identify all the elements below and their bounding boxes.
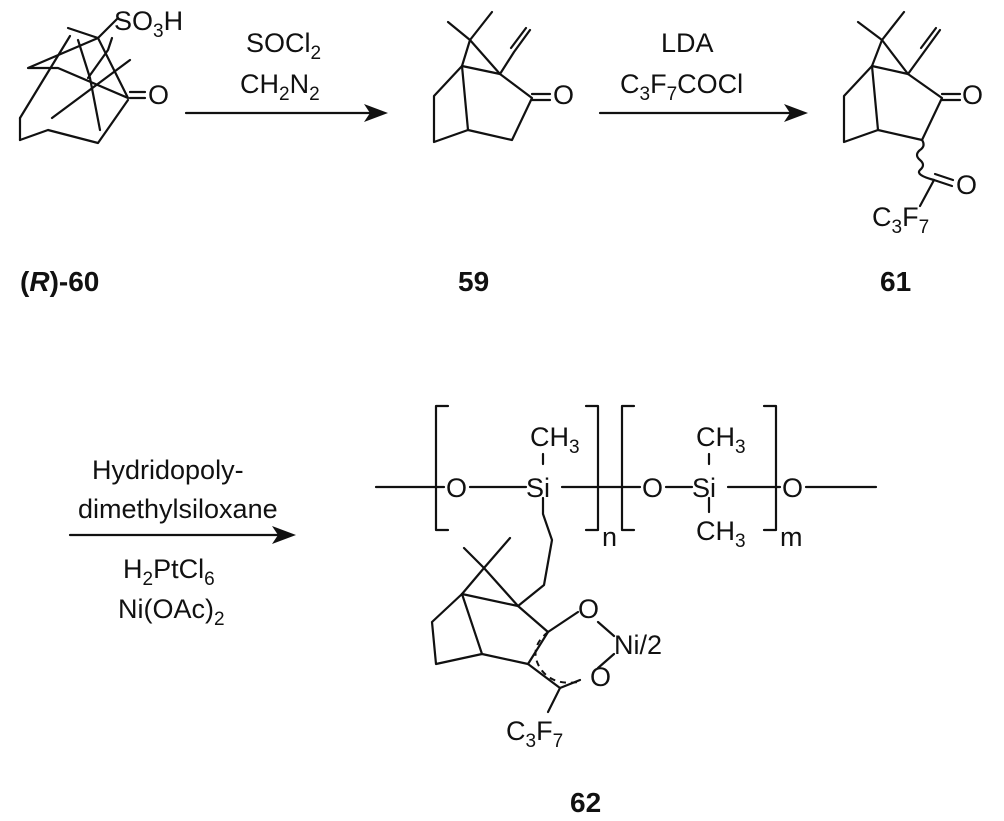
backbone-oxygen: O: [446, 473, 467, 503]
repeat-index-m: m: [780, 522, 803, 552]
acyl-oxygen: O: [956, 170, 977, 200]
so3h-label: SO3H: [114, 6, 183, 42]
nickel-label: Ni/2: [614, 630, 662, 660]
compound-label-61: 61: [880, 266, 911, 297]
c3f7-label: C3F7: [872, 202, 929, 238]
methyl-label: CH3: [696, 422, 746, 458]
reaction-arrow-3: [68, 526, 296, 544]
reagent-lda: LDA: [661, 28, 714, 58]
compound-label-62: 62: [570, 787, 601, 818]
reagent-ch2n2: CH2N2: [240, 69, 320, 105]
reagent-dimethylsiloxane: dimethylsiloxane: [78, 494, 278, 524]
methyl-label: CH3: [696, 516, 746, 552]
reaction-arrow-1: [184, 104, 388, 122]
ketone-oxygen: O: [553, 80, 574, 110]
backbone-oxygen: O: [782, 473, 803, 503]
repeat-index-n: n: [602, 522, 617, 552]
silicon-atom: Si: [526, 473, 550, 503]
enolate-oxygen-top: O: [578, 594, 599, 624]
compound-59: O: [432, 10, 574, 144]
methyl-label: CH3: [530, 422, 580, 458]
reagent-ni-oac2: Ni(OAc)2: [118, 594, 225, 630]
ketone-oxygen: O: [962, 80, 983, 110]
c3f7-label: C3F7: [506, 716, 563, 752]
compound-r60: SO3H O: [18, 6, 183, 145]
compound-62: O Si O Si O n m CH3 CH3 CH3 O O Ni/2 C: [374, 404, 878, 752]
enolate-oxygen-bottom: O: [590, 662, 611, 692]
reaction-arrow-2: [598, 104, 808, 122]
compound-label-59: 59: [458, 266, 489, 297]
compound-label-r60: (R)-60: [20, 266, 99, 297]
reagent-socl2: SOCl2: [246, 28, 321, 64]
silicon-atom: Si: [692, 473, 716, 503]
compound-61: O O C3F7: [842, 10, 983, 238]
reagent-h2ptcl6: H2PtCl6: [123, 554, 215, 590]
ketone-oxygen: O: [148, 80, 169, 110]
reagent-hydridopoly: Hydridopoly-: [92, 455, 244, 485]
reagent-c3f7cocl: C3F7COCl: [620, 69, 743, 105]
backbone-oxygen: O: [642, 473, 663, 503]
